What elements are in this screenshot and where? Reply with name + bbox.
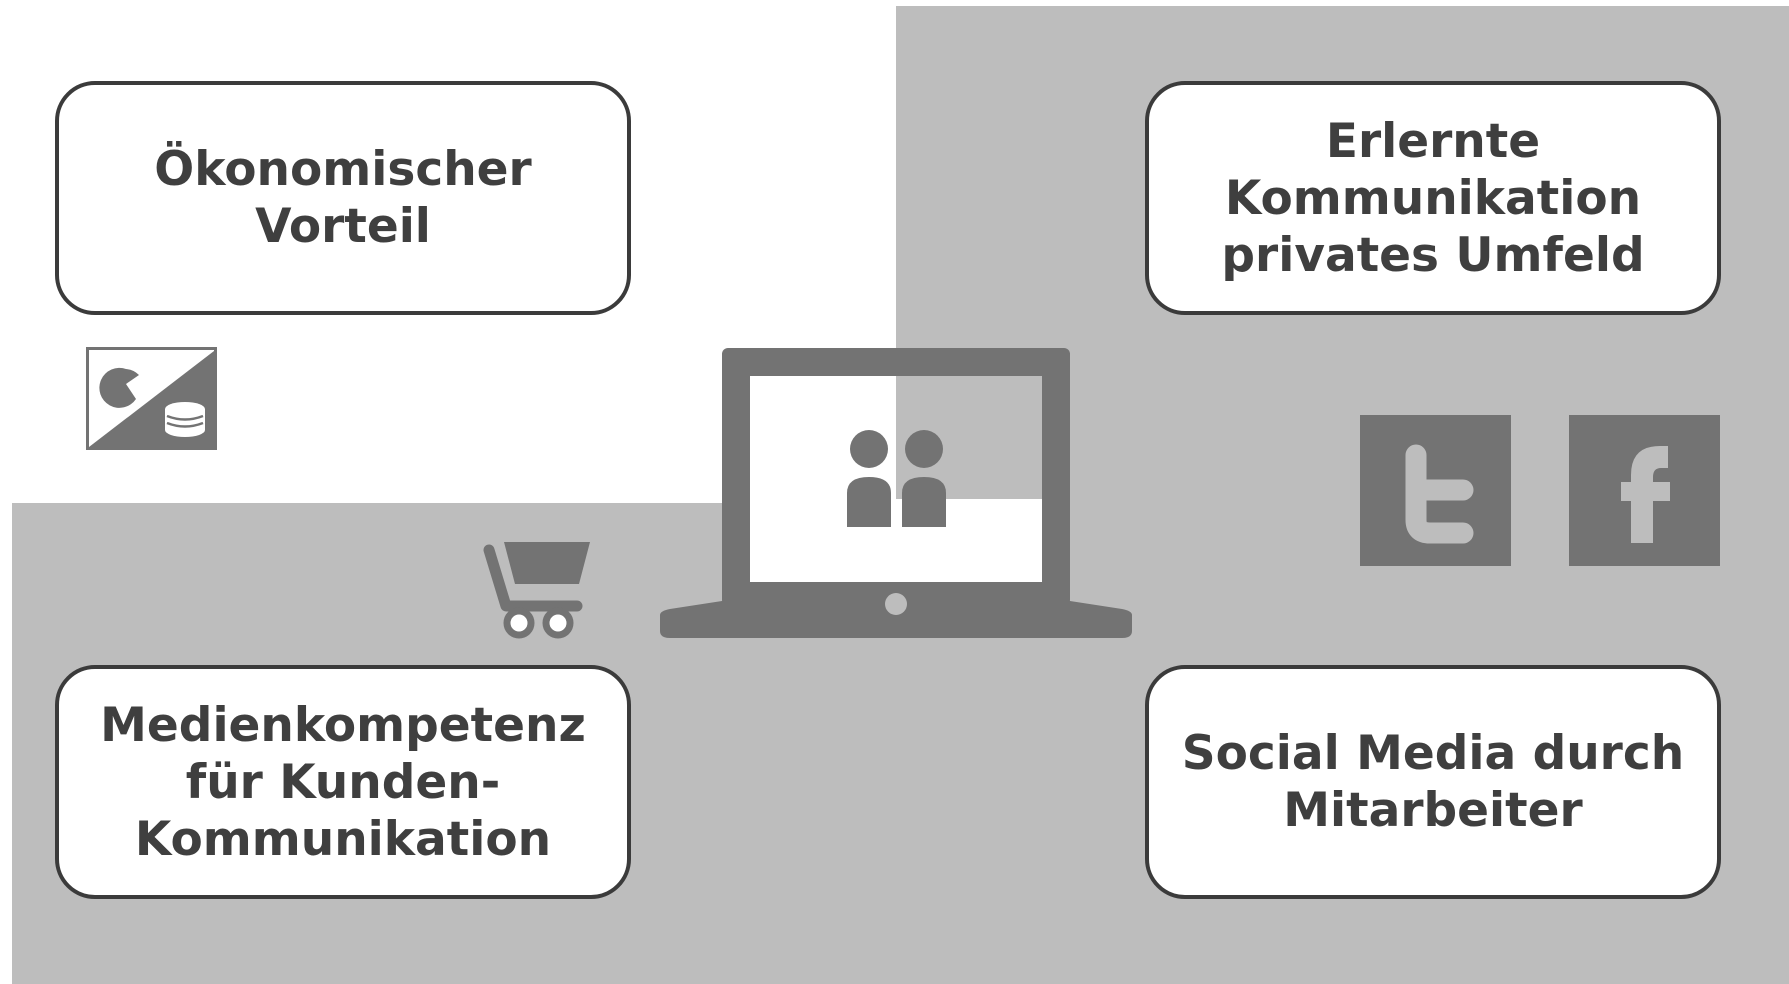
social-media-employees-label: Social Media durch Mitarbeiter (1181, 726, 1685, 838)
pie-chart-and-coins-icon (86, 347, 217, 450)
economic-advantage-label: Ökonomischer Vorteil (154, 142, 532, 254)
shopping-cart-icon (483, 542, 590, 639)
economic-advantage-box: Ökonomischer Vorteil (55, 81, 631, 315)
twitter-icon (1360, 415, 1511, 566)
facebook-icon (1569, 415, 1720, 566)
social-media-employees-box: Social Media durch Mitarbeiter (1145, 665, 1721, 899)
laptop-with-people-icon (660, 348, 1132, 638)
learned-communication-label: Erlernte Kommunikation privates Umfeld (1221, 113, 1645, 283)
media-competence-box: Medienkompetenz für Kunden- Kommunikatio… (55, 665, 631, 899)
learned-communication-box: Erlernte Kommunikation privates Umfeld (1145, 81, 1721, 315)
media-competence-label: Medienkompetenz für Kunden- Kommunikatio… (100, 697, 586, 867)
